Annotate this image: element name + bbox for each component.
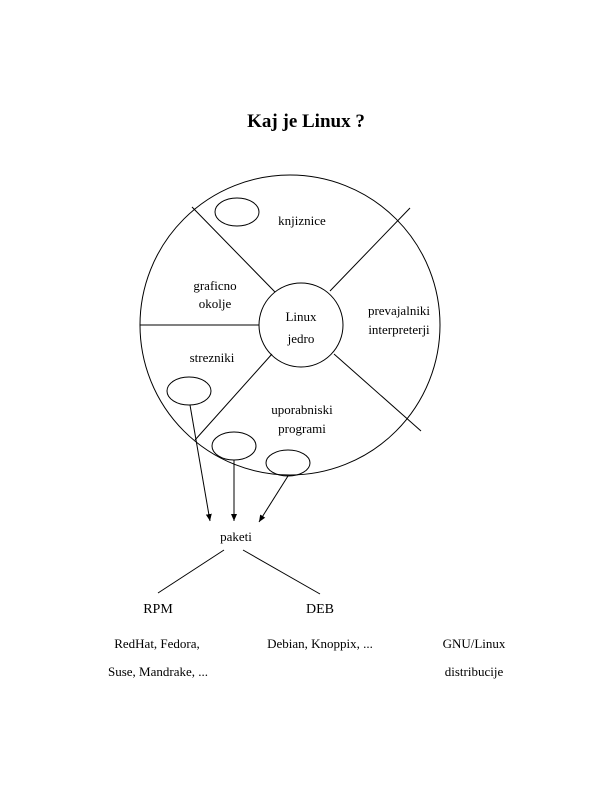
deb-distros-line1: Debian, Knoppix, ... (267, 636, 373, 651)
format-deb: DEB (306, 602, 334, 617)
segment-userapps-line2: programi (278, 421, 326, 436)
kernel-line2: jedro (287, 331, 315, 346)
arrow (258, 475, 289, 523)
branch-line (157, 549, 225, 594)
packages-label: paketi (220, 529, 252, 544)
segment-gui-line2: okolje (199, 296, 232, 311)
branch-line (242, 549, 321, 595)
format-rpm: RPM (143, 602, 173, 617)
divider-line (191, 206, 276, 293)
segment-gui-line1: graficno (193, 278, 236, 293)
package-ellipse (211, 431, 257, 461)
rpm-distros-line2: Suse, Mandrake, ... (108, 664, 208, 679)
divider-line (194, 353, 273, 441)
distributions-label: distribucije (445, 664, 504, 679)
package-ellipse (265, 449, 311, 477)
segment-compilers-line1: prevajalniki (368, 303, 430, 318)
package-ellipse (166, 376, 212, 406)
arrow (189, 404, 212, 522)
segment-servers: strezniki (190, 350, 235, 365)
page-title: Kaj je Linux ? (247, 111, 365, 132)
divider-line (333, 353, 422, 432)
segment-libraries: knjiznice (278, 213, 326, 228)
rpm-distros-line1: RedHat, Fedora, (114, 636, 200, 651)
kernel-line1: Linux (285, 309, 317, 324)
segment-compilers-line2: interpreterji (368, 322, 430, 337)
package-ellipse (214, 197, 260, 227)
divider-line (329, 207, 411, 292)
gnu-linux-label: GNU/Linux (443, 636, 506, 651)
segment-userapps-line1: uporabniski (271, 402, 333, 417)
